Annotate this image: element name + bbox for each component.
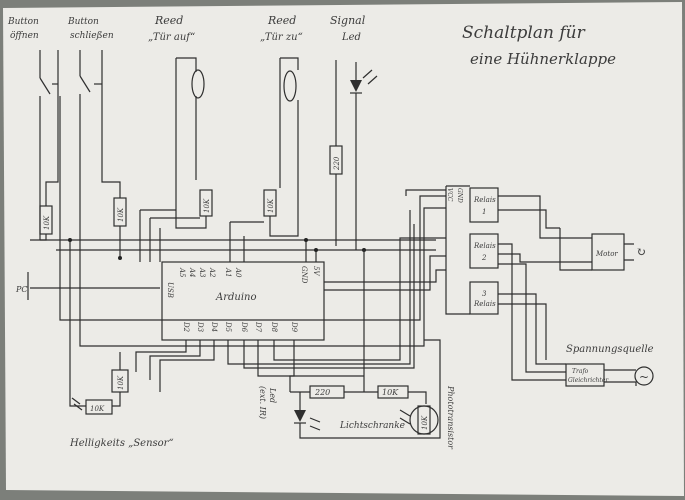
arduino-pin-a4: A4 <box>188 267 196 278</box>
relay-3-num: 3 <box>482 290 487 298</box>
title-line-1: Schaltplan für <box>462 23 586 43</box>
motor-label: Motor <box>595 250 618 258</box>
relay-1 <box>469 187 499 223</box>
arduino-pin-d5: D5 <box>224 321 232 333</box>
reed-close-switch <box>279 57 299 188</box>
resistor-light-barrier-value: 10K <box>382 388 399 397</box>
motor: Motor ↻ <box>591 233 646 271</box>
resistor-photo-value: 10K <box>421 415 429 430</box>
resistor-button-close-value: 10K <box>117 207 125 222</box>
resistor-button-open-value: 10K <box>43 215 51 230</box>
arduino-pin-d8: D8 <box>270 321 278 333</box>
label-button-open-2: öffnen <box>10 31 39 41</box>
label-reed-open-2: „Tür auf“ <box>148 32 195 43</box>
power-source: ~ Spannungsquelle <box>566 344 654 386</box>
relay-gnd: GND <box>456 188 463 203</box>
power-source-label: Spannungsquelle <box>566 344 654 355</box>
arduino-pin-d6: D6 <box>240 321 248 333</box>
arduino-pin-a3: A3 <box>198 267 206 278</box>
relay-2-label: Relais <box>473 242 496 250</box>
arduino-pin-a1: A1 <box>224 267 232 278</box>
ir-led-diode <box>294 410 306 422</box>
relay-2 <box>469 233 499 269</box>
arduino-pin-5v: 5V <box>312 266 320 276</box>
paper <box>3 2 684 496</box>
phototransistor-label: Phototransistor <box>446 385 455 450</box>
power-source-symbol: ~ <box>639 370 649 384</box>
arduino-pin-d7: D7 <box>254 321 262 333</box>
arduino-label: Arduino <box>215 292 257 303</box>
arduino-board: Arduino A5 A4 A3 A2 A1 A0 5V GND USB D2 … <box>161 261 325 341</box>
resistor-reed-open-value: 10K <box>203 198 211 213</box>
transformer-rectifier: Trafo Gleichrichter <box>565 363 609 387</box>
label-reed-close-1: Reed <box>267 14 296 27</box>
reed-close-capsule <box>283 70 297 102</box>
brightness-sensor-label: Helligkeits „Sensor“ <box>69 438 174 449</box>
resistor-sensor-pot-value: 10K <box>90 405 105 413</box>
phototransistor: 10K Phototransistor <box>399 385 455 450</box>
label-signal-led-1: Signal <box>330 14 366 27</box>
arduino-pin-a0: A0 <box>234 267 242 278</box>
ir-led: Led (ext. IR) <box>258 386 430 439</box>
transformer-line-1: Trafo <box>572 368 589 375</box>
relay-1-label: Relais <box>473 196 496 204</box>
relay-module: VCC GND Relais 1 Relais 2 Relais 3 <box>445 185 499 315</box>
arduino-pin-d2: D2 <box>182 321 190 333</box>
resistor-signal-led-value: 220 <box>333 156 341 171</box>
arduino-pin-d4: D4 <box>210 321 218 332</box>
arduino-pin-d3: D3 <box>196 321 204 333</box>
resistor-led-bottom-value: 220 <box>314 388 330 397</box>
usb-source-label: PC <box>15 285 28 294</box>
relay-3-label: Relais <box>473 300 496 308</box>
arduino-pin-d9: D9 <box>290 321 298 333</box>
transformer-line-2: Gleichrichter <box>568 377 609 384</box>
label-reed-close-2: „Tür zu“ <box>260 32 303 43</box>
arduino-pin-gnd: GND <box>300 266 308 284</box>
motor-rotation-symbol: ↻ <box>636 245 646 259</box>
resistor-reed-close-value: 10K <box>267 198 275 213</box>
resistor-sensor-value: 10K <box>117 375 125 390</box>
reed-open-capsule <box>191 69 205 99</box>
signal-led-diode <box>350 80 362 92</box>
relay-3 <box>469 281 499 315</box>
arduino-pin-usb: USB <box>166 282 174 298</box>
light-barrier-label: Lichtschranke <box>339 421 405 431</box>
ir-led-label-1: Led <box>268 387 277 403</box>
signal-led <box>335 60 378 250</box>
brightness-sensor: 10K 10K Helligkeits „Sensor“ <box>69 340 174 449</box>
relay-1-num: 1 <box>482 208 486 216</box>
relay-vcc: VCC <box>446 188 453 202</box>
label-button-close-2: schließen <box>70 31 114 41</box>
label-button-open-1: Button <box>7 17 39 27</box>
title-line-2: eine Hühnerklappe <box>470 50 616 68</box>
arduino-pin-a5: A5 <box>178 267 186 278</box>
button-close-switch <box>79 50 103 240</box>
label-reed-open-1: Reed <box>154 14 183 27</box>
reed-open-switch <box>175 57 205 185</box>
arduino-pin-a2: A2 <box>208 267 216 278</box>
label-signal-led-2: Led <box>341 32 361 43</box>
relay-2-num: 2 <box>481 254 487 262</box>
label-button-close-1: Button <box>67 17 99 27</box>
ir-led-label-2: (ext. IR) <box>258 386 267 419</box>
